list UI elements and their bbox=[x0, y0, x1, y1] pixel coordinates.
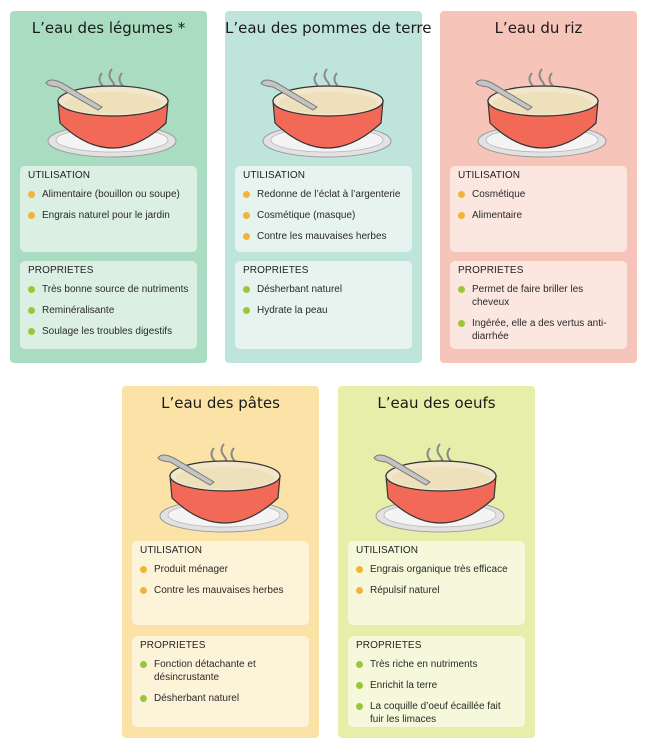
card-pasta-water: L’eau des pâtes UTILISATION Produit ména… bbox=[122, 386, 319, 738]
property-item: Très riche en nutriments bbox=[356, 658, 517, 671]
usage-box: UTILISATION Engrais organique très effic… bbox=[348, 541, 525, 625]
usage-item: Répulsif naturel bbox=[356, 584, 517, 597]
pot-icon bbox=[373, 443, 505, 533]
usage-item: Contre les mauvaises herbes bbox=[243, 230, 404, 243]
pot-icon bbox=[157, 443, 289, 533]
usage-item: Produit ménager bbox=[140, 563, 301, 576]
usage-item: Engrais naturel pour le jardin bbox=[28, 209, 189, 222]
usage-title: UTILISATION bbox=[28, 170, 91, 181]
card-rice-water: L’eau du riz UTILISATION Cosmétique Alim… bbox=[440, 11, 637, 363]
usage-title: UTILISATION bbox=[140, 545, 203, 556]
card-title: L’eau des légumes * bbox=[31, 19, 186, 37]
pot-icon bbox=[475, 68, 607, 158]
card-egg-water: L’eau des oeufs UTILISATION Engrais orga… bbox=[338, 386, 535, 738]
properties-box: PROPRIETES Fonction détachante et désinc… bbox=[132, 636, 309, 727]
usage-item: Alimentaire bbox=[458, 209, 619, 222]
usage-item: Cosmétique bbox=[458, 188, 619, 201]
usage-title: UTILISATION bbox=[243, 170, 306, 181]
properties-title: PROPRIETES bbox=[140, 640, 206, 651]
usage-box: UTILISATION Cosmétique Alimentaire bbox=[450, 166, 627, 252]
property-item: Hydrate la peau bbox=[243, 304, 404, 317]
property-item: Fonction détachante et désincrustante bbox=[140, 658, 301, 684]
property-item: Désherbant naturel bbox=[140, 692, 301, 705]
pot-icon bbox=[45, 68, 177, 158]
usage-box: UTILISATION Redonne de l’éclat à l’argen… bbox=[235, 166, 412, 252]
usage-item: Redonne de l’éclat à l’argenterie bbox=[243, 188, 404, 201]
usage-item: Alimentaire (bouillon ou soupe) bbox=[28, 188, 189, 201]
pot-icon bbox=[260, 68, 392, 158]
property-item: Désherbant naturel bbox=[243, 283, 404, 296]
card-potato-water: L’eau des pommes de terre UTILISATION Re… bbox=[225, 11, 432, 363]
usage-item: Cosmétique (masque) bbox=[243, 209, 404, 222]
usage-item: Contre les mauvaises herbes bbox=[140, 584, 301, 597]
card-vegetables-water: L’eau des légumes * UTILISATION Alimenta… bbox=[10, 11, 207, 363]
property-item: Enrichit la terre bbox=[356, 679, 517, 692]
usage-item: Engrais organique très efficace bbox=[356, 563, 517, 576]
property-item: La coquille d’oeuf écaillée fait fuir le… bbox=[356, 700, 517, 726]
properties-box: PROPRIETES Permet de faire briller les c… bbox=[450, 261, 627, 349]
usage-title: UTILISATION bbox=[458, 170, 521, 181]
property-item: Très bonne source de nutriments bbox=[28, 283, 189, 296]
properties-box: PROPRIETES Désherbant naturel Hydrate la… bbox=[235, 261, 412, 349]
usage-box: UTILISATION Produit ménager Contre les m… bbox=[132, 541, 309, 625]
card-title: L’eau du riz bbox=[494, 19, 583, 37]
usage-title: UTILISATION bbox=[356, 545, 419, 556]
card-title: L’eau des oeufs bbox=[377, 394, 496, 412]
property-item: Soulage les troubles digestifs bbox=[28, 325, 189, 338]
card-title: L’eau des pâtes bbox=[161, 394, 280, 412]
usage-box: UTILISATION Alimentaire (bouillon ou sou… bbox=[20, 166, 197, 252]
properties-title: PROPRIETES bbox=[356, 640, 422, 651]
card-title: L’eau des pommes de terre bbox=[225, 19, 432, 37]
properties-title: PROPRIETES bbox=[243, 265, 309, 276]
properties-box: PROPRIETES Très riche en nutriments Enri… bbox=[348, 636, 525, 727]
property-item: Ingérée, elle a des vertus anti-diarrhée bbox=[458, 317, 619, 343]
properties-box: PROPRIETES Très bonne source de nutrimen… bbox=[20, 261, 197, 349]
properties-title: PROPRIETES bbox=[28, 265, 94, 276]
property-item: Permet de faire briller les cheveux bbox=[458, 283, 619, 309]
properties-title: PROPRIETES bbox=[458, 265, 524, 276]
property-item: Reminéralisante bbox=[28, 304, 189, 317]
